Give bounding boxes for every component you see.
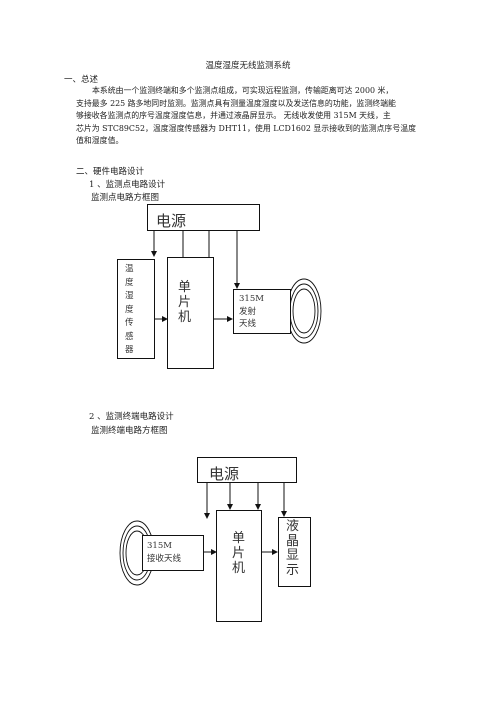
mcu-block: 单 片 机 <box>167 257 214 369</box>
lcd-display-block: 液 晶 显 示 <box>278 517 311 587</box>
sensor-block: 温 度 湿 度 传 感 器 <box>117 259 155 359</box>
overview-line: 芯片为 STC89C52，温度湿度传感器为 DHT11，使用 LCD1602 显… <box>76 123 416 133</box>
overview-line: 支持最多 225 路多地同时监测。监测点具有测量温度湿度以及发送信息的功能，监测… <box>76 98 396 108</box>
subsection-heading-terminal: 2 、监测终端电路设计 <box>89 412 174 422</box>
section-heading-hardware: 二、硬件电路设计 <box>76 167 145 177</box>
overview-paragraph: 本系统由一个监测终端和多个监测点组成，可实现远程监测，传输距离可达 2000 米… <box>76 85 416 148</box>
transmit-antenna-icon <box>286 278 322 344</box>
transmit-antenna-block: 315M 发射 天线 <box>233 289 291 334</box>
section-heading-overview: 一、总述 <box>64 75 99 85</box>
subsection-heading-monitor-point: 1 、监测点电路设计 <box>89 180 166 190</box>
overview-line: 够接收各监测点的序号温度湿度信息，并通过液晶屏显示。 无线收发使用 315M 天… <box>76 111 391 121</box>
mcu-label: 单 片 机 <box>178 280 192 325</box>
diagram-caption-terminal: 监测终端电路方框图 <box>91 426 168 436</box>
diagram-caption-monitor-point: 监测点电路方框图 <box>91 193 160 203</box>
receive-antenna-block: 315M 接收天线 <box>142 535 204 571</box>
overview-line: 值和湿度值。 <box>76 136 124 146</box>
receive-antenna-label: 315M 接收天线 <box>147 541 182 564</box>
mcu-block: 单 片 机 <box>216 510 262 622</box>
power-block: 电源 <box>147 204 260 231</box>
power-label: 电源 <box>156 212 187 230</box>
document-title: 温度湿度无线监测系统 <box>205 61 291 71</box>
transmit-antenna-label: 315M 发射 天线 <box>239 294 264 329</box>
power-block: 电源 <box>197 457 297 483</box>
mcu-label: 单 片 机 <box>232 531 246 576</box>
lcd-display-label: 液 晶 显 示 <box>286 519 300 578</box>
sensor-label: 温 度 湿 度 传 感 器 <box>125 264 134 355</box>
power-label: 电源 <box>209 465 240 483</box>
overview-line: 本系统由一个监测终端和多个监测点组成，可实现远程监测，传输距离可达 2000 米… <box>92 86 394 95</box>
